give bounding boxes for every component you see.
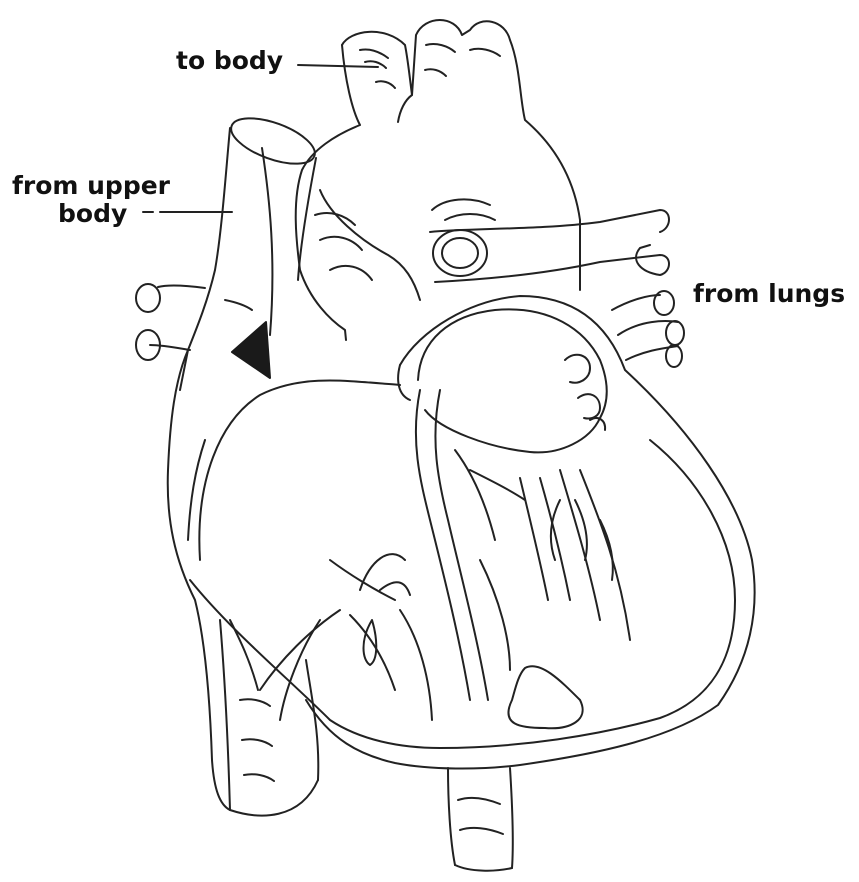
- label-from-upper-body-line2: body: [58, 199, 127, 229]
- aorta: [296, 20, 580, 340]
- label-from-lungs: from lungs: [693, 279, 845, 309]
- leader-lines: [143, 65, 378, 212]
- pulmonary-veins: [612, 291, 684, 367]
- chamber-details: [230, 450, 630, 728]
- pulmonary-artery: [430, 210, 669, 282]
- blood-flow-arrow: [232, 148, 272, 378]
- label-from-upper-body-line1: from upper: [12, 171, 170, 201]
- to-body-leader: [298, 65, 378, 67]
- inferior-vena-cava: [448, 768, 513, 871]
- lower-vessel: [220, 620, 274, 810]
- heart-outline: [168, 296, 755, 816]
- label-to-body: to body: [176, 46, 283, 76]
- left-veins: [136, 284, 205, 360]
